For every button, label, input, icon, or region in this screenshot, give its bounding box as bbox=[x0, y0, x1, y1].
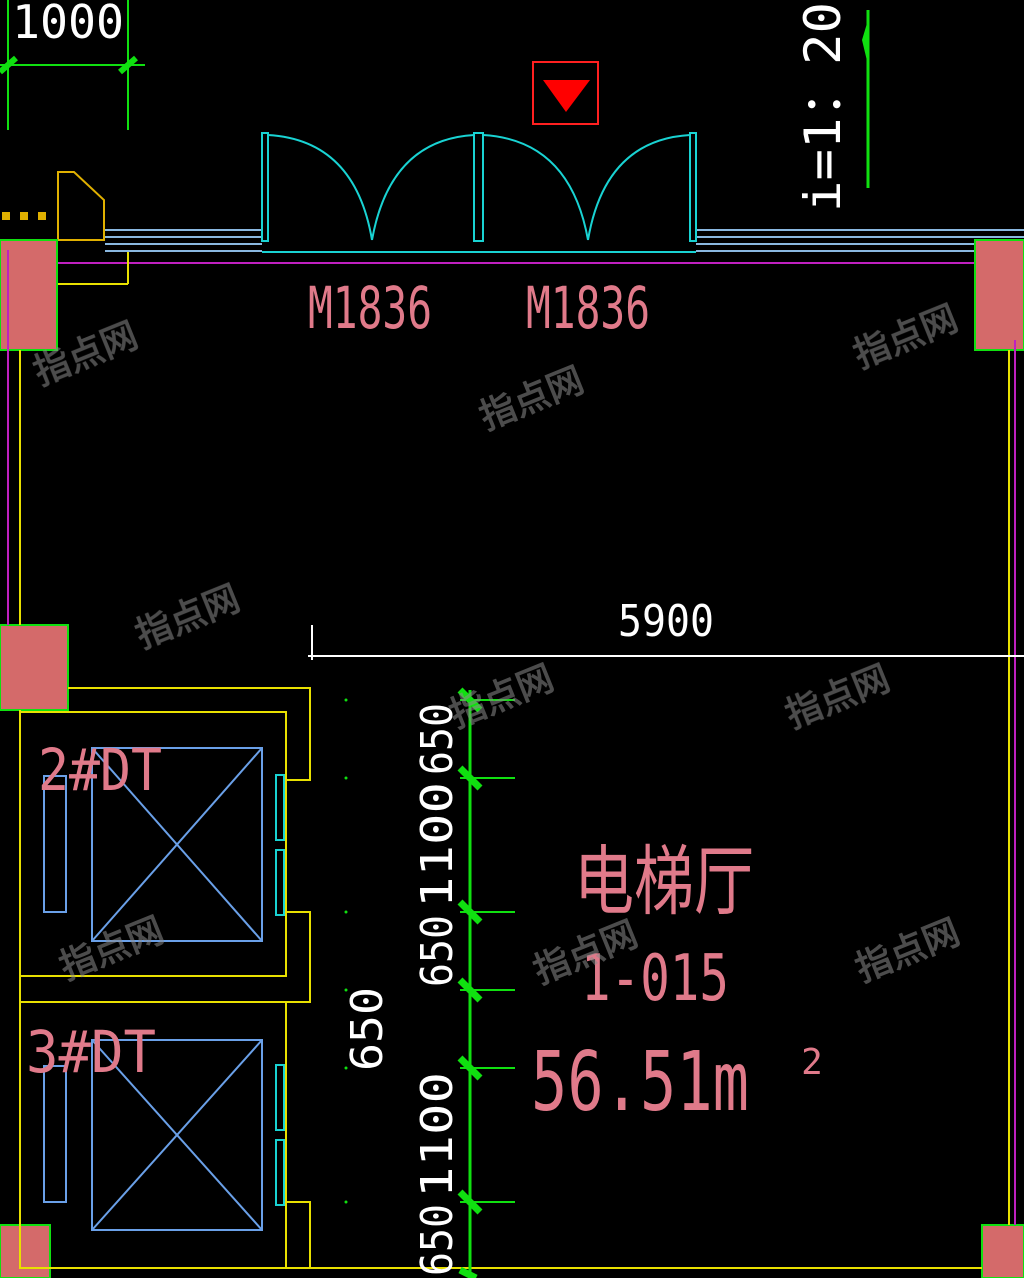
elevator-label-2: 2#DT bbox=[38, 736, 162, 804]
room-name: 电梯厅 bbox=[574, 837, 754, 926]
door-swing-symbols bbox=[261, 132, 697, 242]
slope-note: i=1：20 bbox=[794, 2, 870, 212]
structural-columns bbox=[0, 239, 1024, 1278]
top-wall bbox=[0, 229, 1024, 264]
column bbox=[981, 1224, 1024, 1278]
vdim-1: 650 bbox=[412, 703, 463, 775]
wall-fixture bbox=[57, 171, 129, 285]
column bbox=[0, 1224, 51, 1278]
entrance-symbol bbox=[532, 61, 599, 125]
room-area-unit-superscript: 2 bbox=[801, 1042, 823, 1083]
horizontal-dimension: 5900 bbox=[308, 596, 1024, 660]
door-label-right: M1836 bbox=[526, 274, 650, 342]
vertical-dimension-labels: 650 1100 650 1100 650 650 bbox=[342, 703, 463, 1276]
vertical-dimension-chain bbox=[344, 687, 515, 1278]
room-code: 1-015 bbox=[581, 942, 729, 1016]
room-label: 电梯厅 1-015 56.51m 2 bbox=[531, 837, 823, 1130]
horizontal-dimension-value: 5900 bbox=[618, 596, 714, 647]
dashed-marker bbox=[2, 212, 46, 220]
column bbox=[0, 239, 58, 351]
top-dimension-value: 1000 bbox=[12, 0, 124, 49]
column bbox=[0, 624, 69, 711]
column bbox=[974, 239, 1024, 351]
vdim-7: 650 bbox=[412, 1204, 463, 1276]
elevator-2 bbox=[43, 747, 285, 942]
side-dimension: 650 bbox=[342, 987, 393, 1071]
room-area: 56.51m bbox=[531, 1035, 749, 1130]
walls bbox=[7, 250, 1016, 1269]
vdim-4: 650 bbox=[412, 915, 463, 987]
elevator-3 bbox=[43, 1039, 285, 1231]
vdim-3: 1100 bbox=[412, 782, 463, 908]
door-label-left: M1836 bbox=[308, 274, 432, 342]
vdim-6: 1100 bbox=[412, 1072, 463, 1198]
slope-label: i=1：20 bbox=[794, 2, 852, 212]
elevator-label-3: 3#DT bbox=[26, 1018, 156, 1086]
top-dimension: 1000 bbox=[0, 0, 145, 130]
